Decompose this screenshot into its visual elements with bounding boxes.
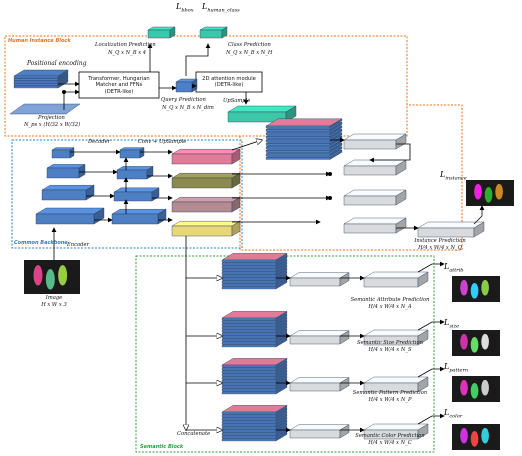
query-dim: N_Q x N_B x N_dim (162, 105, 214, 111)
arrow-color-loss (417, 413, 445, 425)
instance-extension-border (239, 104, 463, 251)
color-dim: H/4 x W/4 x N_C (368, 440, 412, 446)
decoder-l4 (119, 147, 145, 159)
upsample-block (227, 105, 297, 123)
color-mask (452, 424, 500, 450)
arrow-pattern-loss (417, 366, 445, 378)
encoder-l4 (51, 147, 75, 159)
dot-posenc (62, 90, 66, 94)
feature-mauve (171, 196, 241, 213)
localization-dim: N_Q x N_B x 4 (108, 50, 147, 56)
encoder-l3 (46, 164, 86, 179)
instance-output (417, 221, 485, 238)
size-mid (289, 330, 350, 345)
semantic-block-label: Semantic Block (140, 444, 184, 450)
query-label: Query Prediction (161, 97, 206, 103)
feature-olive (171, 172, 241, 189)
decoder-label: Decoder (88, 139, 111, 145)
concatenate-label: Concatenate (177, 431, 211, 437)
attr-stack (221, 253, 288, 290)
attention-box-text: 2D attention module(DETR-like) (202, 76, 256, 89)
feature-yellow (171, 220, 241, 237)
instance-mask (466, 180, 514, 206)
transformer-box (78, 71, 160, 99)
positional-encoding-label: Positional encoding (27, 60, 87, 67)
pattern-out (363, 376, 429, 393)
common-backbone-block-label: Common Backbone (14, 240, 68, 246)
query-block (175, 78, 198, 93)
decoder-l1 (111, 208, 167, 225)
loss-bbox: Lbbox (176, 2, 194, 14)
class-dim: N_Q x N_B x N_H (226, 50, 273, 56)
image-dim: H x W x 3 (41, 302, 67, 308)
loss-color: Lcolor (444, 408, 463, 420)
instance-gray-2 (343, 159, 407, 176)
conv-upsample-label: Conv + UpSample (138, 139, 187, 145)
arrow-inst-loss (473, 205, 485, 225)
instance-pred-label: Instance Prediction (414, 238, 466, 244)
instance-gray-1 (343, 133, 407, 150)
pattern-mid (289, 377, 350, 392)
instance-stack (265, 118, 343, 160)
dot-inst-1 (328, 172, 332, 176)
human-instance-block-label: Human Instance Block (8, 38, 71, 44)
color-stack (221, 405, 288, 442)
projection-label: Projection (38, 115, 65, 121)
encoder-label: Encoder (67, 242, 90, 248)
loss-human-class: Lhuman_class (202, 2, 240, 14)
attr-pred-label: Semantic Attribute Prediction (350, 297, 430, 303)
color-mid (289, 424, 350, 439)
attr-out (363, 271, 429, 288)
common-backbone-block-border (11, 139, 243, 249)
decoder-l2 (113, 187, 160, 202)
feature-pink (171, 148, 241, 165)
size-stack (221, 311, 288, 348)
pattern-stack (221, 358, 288, 395)
projection-dim: N_ps x (H/32 x W/32) (24, 122, 81, 128)
arrow-size-loss (417, 319, 445, 331)
loss-size: Lsize (444, 318, 460, 330)
arrow-attr-loss (417, 261, 445, 273)
color-out (363, 423, 429, 440)
input-image (24, 260, 80, 294)
decoder-l3 (116, 166, 154, 180)
size-pred-label: Semantic Size Prediction (356, 340, 424, 346)
instance-gray-3 (343, 189, 407, 206)
pattern-pred-label: Semantic Pattern Prediction (352, 390, 428, 396)
loss-attrib: Lattrib (444, 262, 464, 274)
projection-plane (9, 103, 81, 115)
positional-encoding-stack (13, 69, 69, 89)
attr-dim: H/4 x W/4 x N_A (368, 304, 412, 310)
pattern-mask (452, 376, 500, 402)
loss-instance: Linstance (440, 170, 467, 182)
loss-pattern: Lpattern (444, 362, 469, 374)
arrow-pink-instance (231, 140, 262, 151)
pattern-dim: H/4 x W/4 x N_P (368, 397, 412, 403)
attrib-mask (452, 276, 500, 302)
encoder-l2 (41, 184, 95, 201)
class-block (199, 26, 228, 39)
dot-inst-2 (328, 196, 332, 200)
class-pred-label: Class Prediction (228, 42, 271, 48)
instance-dim: H/4 x W/4 x N_Q (418, 245, 462, 251)
color-pred-label: Semantic Color Prediction (355, 433, 425, 439)
arrow-query-class (185, 43, 211, 76)
size-dim: H/4 x W/4 x N_S (368, 347, 412, 353)
localization-block (147, 26, 176, 39)
instance-gray-4 (343, 217, 407, 234)
size-mask (452, 330, 500, 356)
upsample-label: UpSample (223, 98, 251, 104)
image-label: Image (45, 295, 63, 301)
size-out (363, 329, 429, 346)
attr-mid (289, 272, 350, 287)
localization-label: Localization Prediction (95, 42, 156, 48)
encoder-l1 (35, 207, 105, 225)
arrow-inst-gray-down (369, 143, 411, 163)
